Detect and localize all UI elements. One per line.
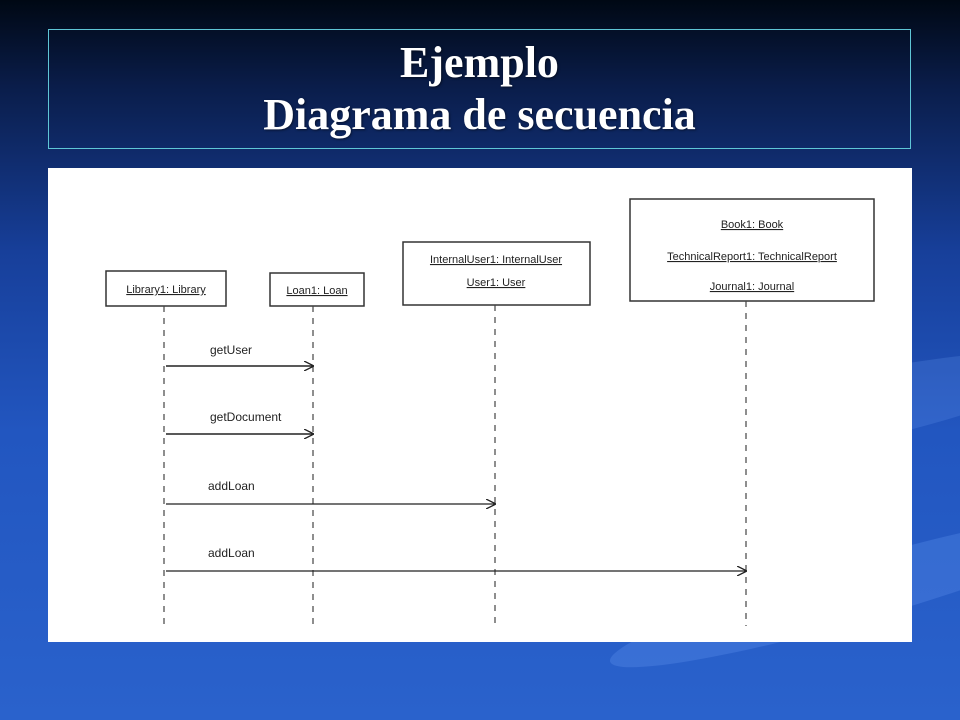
message-label: getDocument [210, 410, 282, 424]
sequence-diagram: Library1: Library Loan1: Loan InternalUs… [48, 168, 912, 642]
object-label: Book1: Book [721, 219, 784, 231]
message-getdocument: getDocument [166, 410, 313, 434]
message-addloan-document: addLoan [166, 546, 746, 571]
object-label: Loan1: Loan [286, 285, 347, 297]
object-label: InternalUser1: InternalUser [430, 254, 562, 266]
slide-title-box: Ejemplo Diagrama de secuencia [48, 29, 911, 149]
message-addloan-user: addLoan [166, 479, 495, 504]
object-label: Journal1: Journal [710, 281, 794, 293]
sequence-diagram-canvas: Library1: Library Loan1: Loan InternalUs… [105, 198, 875, 626]
message-label: addLoan [208, 546, 255, 560]
object-library1: Library1: Library [105, 270, 227, 307]
message-label: getUser [210, 343, 252, 357]
object-label: TechnicalReport1: TechnicalReport [667, 251, 837, 263]
message-getuser: getUser [166, 343, 313, 366]
object-label: User1: User [467, 277, 526, 289]
object-loan1: Loan1: Loan [269, 272, 365, 307]
object-book1: Book1: Book TechnicalReport1: TechnicalR… [629, 198, 875, 302]
slide-title-line-1: Ejemplo [400, 38, 559, 87]
object-label: Library1: Library [126, 284, 206, 296]
slide-title-line-2: Diagrama de secuencia [263, 90, 696, 139]
message-label: addLoan [208, 479, 255, 493]
object-internaluser1: InternalUser1: InternalUser User1: User [402, 241, 591, 306]
